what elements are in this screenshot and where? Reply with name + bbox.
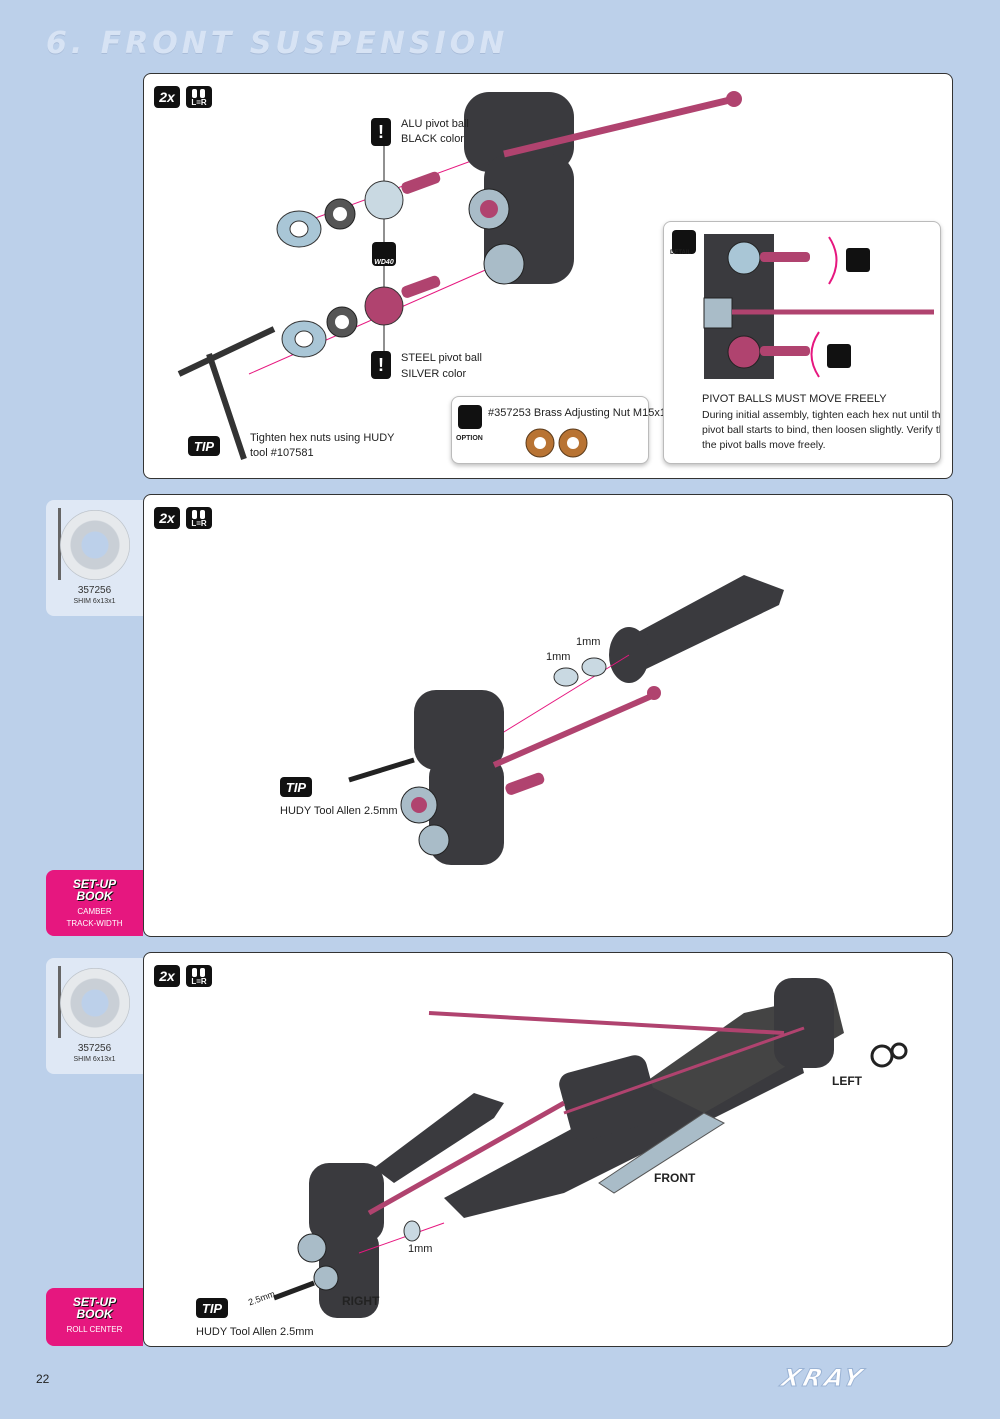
- shim-icon: [60, 510, 130, 580]
- setup-book-roll-center: ROLL CENTER: [66, 1325, 123, 1334]
- tip-badge: TIP: [188, 436, 220, 456]
- detail-box: DETAIL PIVOT BALLS MUST MOVE FREELY Duri…: [663, 221, 941, 464]
- right-direction-label: RIGHT: [342, 1294, 380, 1308]
- option-label: OPTION: [456, 435, 483, 442]
- spacer-label-2: 1mm: [546, 651, 571, 663]
- step2-panel: 2x L=R 1mm 1mm TIP HUDY Tool Allen 2.5mm: [143, 494, 953, 937]
- detail-illustration: [703, 234, 934, 379]
- step3-badges: 2x L=R: [154, 965, 212, 987]
- tip-badge: TIP: [280, 777, 312, 797]
- steel-color-label: SILVER color: [401, 368, 467, 380]
- tip-tool-text: HUDY Tool Allen 2.5mm: [196, 1326, 314, 1338]
- left-right-badge: L=R: [186, 86, 212, 108]
- setup-book-title-1: SET-UP: [72, 1295, 117, 1309]
- left-right-badge: L=R: [186, 507, 212, 529]
- step3-shim-box: 357256 SHIM 6x13x1: [46, 958, 143, 1074]
- step3-setup-book: SET-UP BOOK ROLL CENTER: [46, 1288, 143, 1346]
- front-direction-label: FRONT: [654, 1171, 696, 1185]
- step3-illustration: [273, 978, 908, 1318]
- option-text: #357253 Brass Adjusting Nut M15x1: [488, 407, 666, 419]
- step2-setup-book: SET-UP BOOK CAMBER TRACK-WIDTH: [46, 870, 143, 936]
- step2-badges: 2x L=R: [154, 507, 212, 529]
- quantity-badge: 2x: [154, 965, 180, 987]
- steel-pivot-label: STEEL pivot ball: [401, 352, 482, 364]
- step1-illustration: [177, 91, 742, 460]
- alu-pivot-label: ALU pivot ball: [401, 118, 469, 130]
- wd40-icon: WD40: [372, 242, 396, 266]
- pivot-instruction-line1: During initial assembly, tighten each he…: [702, 409, 941, 421]
- shim-description: SHIM 6x13x1: [73, 1056, 116, 1063]
- step1-panel: 2x L=R ! ALU pivot ball: [143, 73, 953, 479]
- shim-part-number: 357256: [77, 1043, 112, 1054]
- step3-panel: 2x L=R LEFT FRONT RIGHT 1mm 2.5mm TIP HU…: [143, 952, 953, 1347]
- setup-book-title-2: BOOK: [76, 1307, 113, 1321]
- steel-warning-icon: !: [371, 351, 391, 379]
- alu-warning-icon: !: [371, 118, 391, 146]
- shim-description: SHIM 6x13x1: [73, 598, 116, 605]
- tip-text-line1: Tighten hex nuts using HUDY: [250, 432, 395, 444]
- pivot-instruction-line2: pivot ball starts to bind, then loosen s…: [702, 424, 941, 436]
- setup-book-title-1: SET-UP: [72, 877, 117, 891]
- left-right-badge: L=R: [186, 965, 212, 987]
- brand-logo: XRAY: [778, 1364, 869, 1393]
- spacer-label-1: 1mm: [576, 636, 601, 648]
- pivot-instruction-line3: the pivot balls move freely.: [702, 439, 826, 451]
- step2-shim-box: 357256 SHIM 6x13x1: [46, 500, 143, 616]
- magnifier-icon: [672, 230, 696, 254]
- alu-color-label: BLACK color: [401, 133, 464, 145]
- setup-book-track-width: TRACK-WIDTH: [66, 919, 123, 928]
- left-direction-label: LEFT: [832, 1074, 862, 1088]
- shim-thickness-bar: [58, 508, 61, 580]
- page-number: 22: [36, 1372, 50, 1386]
- step1-badges: 2x L=R: [154, 86, 212, 108]
- brass-nut-illustration: [525, 428, 588, 458]
- pivot-heading: PIVOT BALLS MUST MOVE FREELY: [702, 393, 887, 405]
- setup-book-title-2: BOOK: [76, 889, 113, 903]
- detail-label: DETAIL: [670, 250, 692, 256]
- quantity-badge: 2x: [154, 86, 180, 108]
- thumbs-up-icon: [458, 405, 482, 429]
- step2-illustration: [348, 575, 784, 865]
- page-title: 6. FRONT SUSPENSION: [46, 26, 509, 61]
- spacer-label: 1mm: [408, 1243, 433, 1255]
- shim-thickness-bar: [58, 966, 61, 1038]
- setup-book-camber: CAMBER: [77, 907, 112, 916]
- tip-tool-text: HUDY Tool Allen 2.5mm: [280, 805, 398, 817]
- option-box: OPTION #357253 Brass Adjusting Nut M15x1: [451, 396, 666, 464]
- shim-part-number: 357256: [77, 585, 112, 596]
- tip-text-line2: tool #107581: [250, 447, 314, 459]
- tip-badge: TIP: [196, 1298, 228, 1318]
- shim-icon: [60, 968, 130, 1038]
- quantity-badge: 2x: [154, 507, 180, 529]
